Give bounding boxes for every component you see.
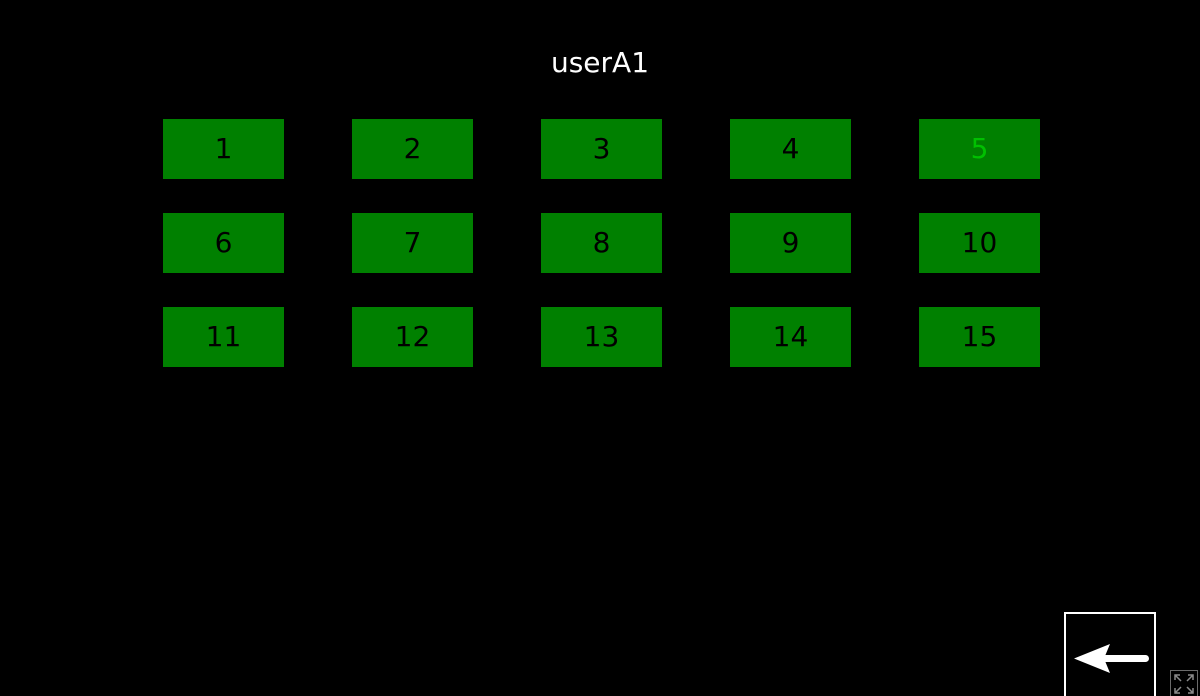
tile-10[interactable]: 10	[919, 213, 1040, 273]
number-grid: 1 2 3 4 5 6 7 8 9 10 11 12 13 14 15	[163, 119, 1040, 367]
tile-7[interactable]: 7	[352, 213, 473, 273]
tile-1[interactable]: 1	[163, 119, 284, 179]
tile-11[interactable]: 11	[163, 307, 284, 367]
tile-13[interactable]: 13	[541, 307, 662, 367]
back-button[interactable]	[1064, 612, 1156, 696]
tile-3[interactable]: 3	[541, 119, 662, 179]
fullscreen-button[interactable]	[1170, 670, 1198, 696]
left-arrow-icon	[1074, 644, 1149, 673]
tile-9[interactable]: 9	[730, 213, 851, 273]
tile-6[interactable]: 6	[163, 213, 284, 273]
tile-15[interactable]: 15	[919, 307, 1040, 367]
tile-5[interactable]: 5	[919, 119, 1040, 179]
tile-4[interactable]: 4	[730, 119, 851, 179]
tile-8[interactable]: 8	[541, 213, 662, 273]
tile-2[interactable]: 2	[352, 119, 473, 179]
tile-12[interactable]: 12	[352, 307, 473, 367]
page-title: userA1	[550, 46, 650, 79]
expand-arrows-icon	[1174, 674, 1194, 694]
tile-14[interactable]: 14	[730, 307, 851, 367]
